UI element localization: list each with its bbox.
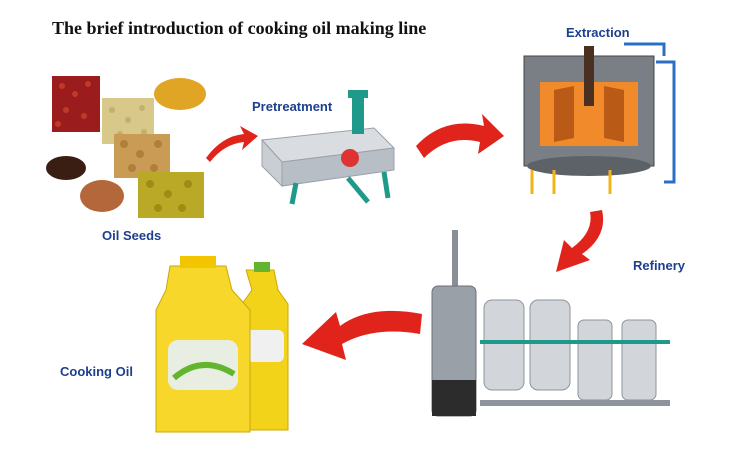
red-arrow-icon	[302, 310, 422, 360]
watermark: doingoil	[250, 200, 355, 231]
cooking-oil-bottles	[150, 250, 300, 440]
label-pretreatment: Pretreatment	[252, 99, 333, 114]
label-extraction: Extraction	[566, 25, 630, 40]
label-refinery: Refinery	[633, 258, 686, 273]
arrow-pretreatment-to-extraction	[414, 106, 506, 167]
page-title: The brief introduction of cooking oil ma…	[52, 18, 427, 38]
pretreatment-machine	[256, 88, 416, 208]
oil-seeds-picture	[42, 70, 212, 220]
red-arrow-icon	[416, 114, 504, 158]
oil-bottles-icon	[155, 256, 289, 433]
label-cooking-oil: Cooking Oil	[60, 364, 133, 379]
red-arrow-icon	[556, 210, 604, 272]
oil-seeds-icon	[46, 76, 206, 218]
vibrating-screen-icon	[260, 90, 396, 205]
refinery-icon	[431, 230, 670, 417]
extraction-tank	[514, 42, 684, 202]
arrow-refinery-to-cooking-oil	[300, 300, 424, 367]
label-oil-seeds: Oil Seeds	[102, 228, 162, 243]
refinery-equipment	[426, 230, 688, 440]
extraction-tank-icon	[523, 42, 676, 194]
arrow-extraction-to-refinery	[552, 208, 614, 279]
red-arrow-icon	[206, 126, 258, 162]
arrow-seeds-to-pretreatment	[204, 124, 260, 169]
